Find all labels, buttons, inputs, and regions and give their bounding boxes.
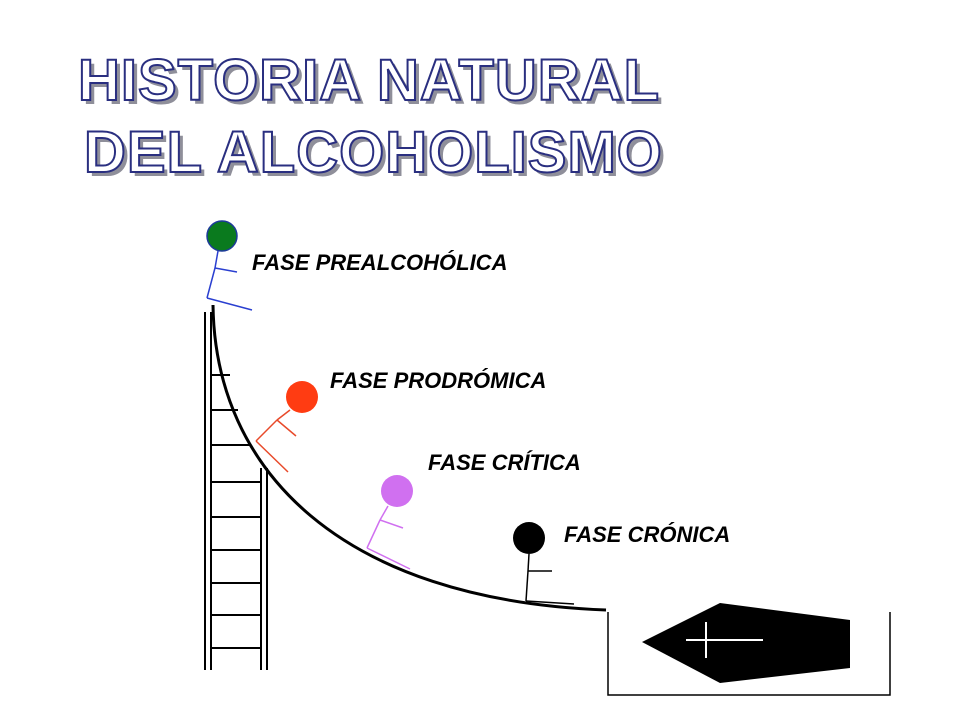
stick-figure-prodromica [255, 381, 318, 473]
coffin-icon [607, 603, 891, 696]
phase-label-prodromica: FASE PRODRÓMICA [330, 368, 547, 393]
stick-figure-head-icon [513, 522, 545, 554]
stick-figure-critica [366, 475, 413, 570]
phase-label-cronica: FASE CRÓNICA [564, 522, 731, 547]
page-title-line-1: HISTORIA NATURAL [77, 48, 661, 113]
slope-curve [211, 304, 607, 612]
stick-figure-cronica [513, 522, 575, 605]
stick-figure-prealcoholica [206, 220, 253, 311]
stick-figure-head-icon [206, 220, 238, 252]
cross-icon [686, 622, 763, 658]
stick-figure-head-icon [381, 475, 413, 507]
phase-label-prealcoholica: FASE PREALCOHÓLICA [252, 250, 508, 275]
ladder-icon [204, 312, 268, 670]
page-title-line-2: DEL ALCOHOLISMO [83, 120, 663, 185]
phase-label-critica: FASE CRÍTICA [428, 450, 581, 475]
stick-figure-head-icon [286, 381, 318, 413]
